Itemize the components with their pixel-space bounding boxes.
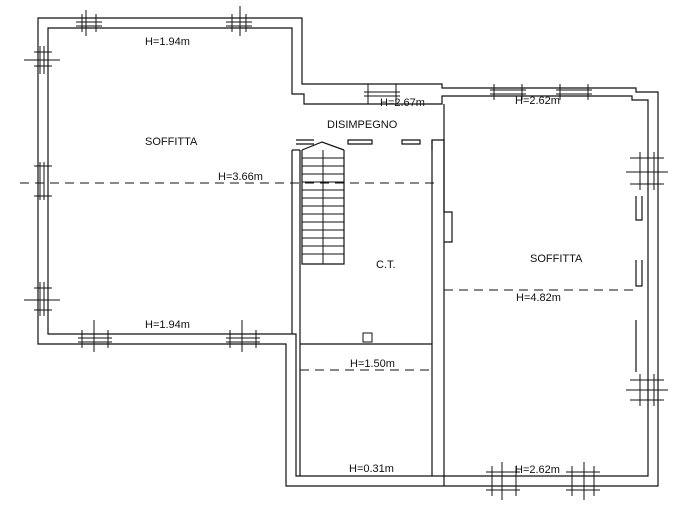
height-right-mid: H=4.82m bbox=[516, 292, 561, 304]
exterior-walls bbox=[37, 17, 659, 487]
window-right-top-2 bbox=[556, 84, 592, 100]
window-top-left-2 bbox=[226, 6, 252, 36]
window-right-top-1 bbox=[490, 84, 526, 100]
room-label-corridor: DISIMPEGNO bbox=[327, 119, 398, 131]
window-bottom-left-1 bbox=[78, 320, 112, 352]
right-facade-detail bbox=[635, 196, 643, 372]
chimney-square bbox=[362, 332, 373, 343]
room-label-right: SOFFITTA bbox=[530, 253, 583, 265]
height-left-bottom: H=1.94m bbox=[145, 319, 190, 331]
height-right-top: H=2.62m bbox=[515, 95, 560, 107]
height-ct-bottom: H=0.31m bbox=[349, 463, 394, 475]
height-corridor: H=2.67m bbox=[380, 97, 425, 109]
height-right-bottom: H=2.62m bbox=[515, 464, 560, 476]
window-bottom-right-1 bbox=[486, 462, 520, 500]
window-top-left-1 bbox=[76, 10, 102, 36]
ridge-lines bbox=[20, 182, 636, 371]
window-left-3 bbox=[24, 282, 60, 316]
window-left-1 bbox=[24, 46, 60, 74]
windows bbox=[24, 6, 668, 500]
window-left-2 bbox=[34, 162, 52, 200]
window-right-2 bbox=[626, 374, 668, 406]
height-left-mid: H=3.66m bbox=[218, 171, 263, 183]
window-bottom-left-2 bbox=[226, 320, 260, 352]
room-label-ct: C.T. bbox=[376, 259, 396, 271]
height-left-top: H=1.94m bbox=[145, 36, 190, 48]
window-bottom-right-2 bbox=[566, 462, 600, 500]
room-label-left: SOFFITTA bbox=[145, 136, 198, 148]
interior-walls bbox=[291, 104, 453, 486]
window-right-1 bbox=[626, 152, 668, 190]
height-ct-mid: H=1.50m bbox=[350, 358, 395, 370]
staircase bbox=[301, 141, 345, 265]
window-corridor bbox=[364, 84, 400, 104]
stair-steps bbox=[302, 150, 344, 264]
